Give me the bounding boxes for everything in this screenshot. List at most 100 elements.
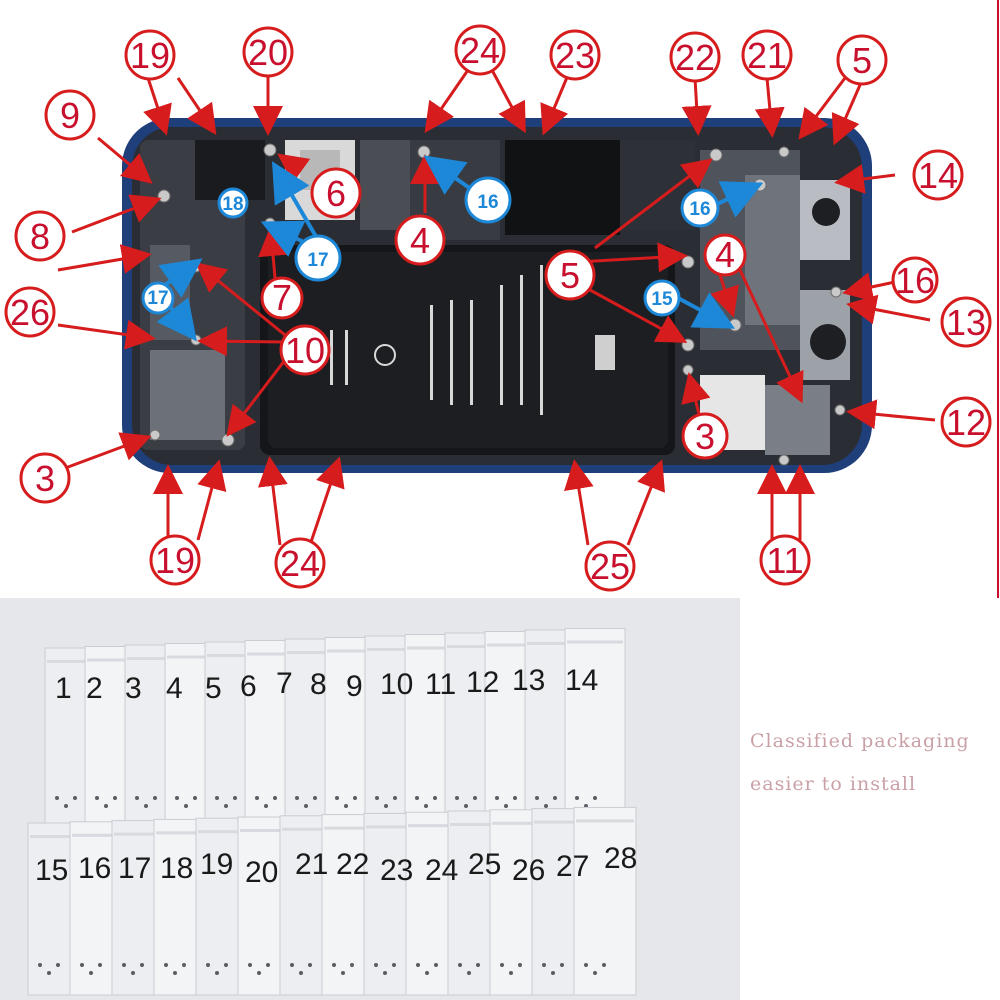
bag-zip-seal	[534, 820, 592, 824]
svg-text:11: 11	[425, 668, 456, 701]
svg-text:5: 5	[205, 672, 222, 705]
screw	[350, 963, 354, 967]
screw	[64, 804, 68, 808]
svg-text:21: 21	[747, 35, 787, 76]
screw	[95, 796, 99, 800]
svg-text:28: 28	[604, 842, 637, 875]
blue-circle-labels: 18 17 16 16 17 15	[141, 176, 720, 317]
svg-text:2: 2	[86, 672, 103, 705]
screw	[513, 796, 517, 800]
svg-text:8: 8	[30, 216, 50, 257]
screw	[224, 963, 228, 967]
screw	[295, 796, 299, 800]
row2-bag-numbers: 15 16 17 18 19 20 21 22 23 24 25 26 27 2…	[35, 842, 637, 889]
screw	[424, 804, 428, 808]
bag-zip-seal	[127, 657, 183, 660]
svg-text:19: 19	[130, 35, 170, 76]
label-circle: 9	[44, 89, 96, 141]
screw	[504, 804, 508, 808]
label-circle: 5	[836, 34, 888, 86]
svg-text:4: 4	[715, 234, 735, 275]
svg-text:4: 4	[410, 220, 430, 261]
blue-label-circle: 18	[217, 187, 249, 219]
label-circle: 5	[544, 249, 596, 301]
screw	[433, 796, 437, 800]
label-circle: 24	[454, 24, 506, 76]
svg-text:23: 23	[380, 854, 413, 887]
svg-text:21: 21	[295, 848, 328, 881]
label-circle: 3	[681, 412, 729, 460]
svg-text:19: 19	[155, 540, 195, 581]
label-circle: 26	[4, 286, 56, 338]
svg-text:17: 17	[118, 852, 151, 885]
screw	[313, 796, 317, 800]
screw	[38, 963, 42, 967]
screw	[173, 971, 177, 975]
bag-zip-seal	[447, 645, 503, 648]
screw	[384, 804, 388, 808]
screw	[122, 963, 126, 967]
label-circle: 19	[124, 29, 176, 81]
svg-text:3: 3	[35, 458, 55, 499]
bag-zip-seal	[198, 830, 256, 834]
svg-text:20: 20	[248, 32, 288, 73]
screw	[434, 963, 438, 967]
svg-text:22: 22	[675, 37, 715, 78]
bag-zip-seal	[492, 821, 550, 825]
caption-line-2: easier to install	[750, 773, 917, 795]
screw	[542, 963, 546, 967]
label-circle: 23	[549, 29, 601, 81]
svg-text:13: 13	[946, 302, 986, 343]
label-circle: 22	[669, 31, 721, 83]
svg-text:11: 11	[766, 540, 803, 581]
screw	[73, 796, 77, 800]
bag-zip-seal	[87, 658, 143, 662]
screw	[290, 963, 294, 967]
screw	[464, 804, 468, 808]
screw	[233, 796, 237, 800]
svg-text:16: 16	[689, 199, 710, 220]
screw	[467, 971, 471, 975]
svg-text:9: 9	[60, 95, 80, 136]
bag-zip-seal	[576, 819, 634, 823]
label-circle: 13	[940, 296, 992, 348]
phone-teardown-diagram: 19 20 24 23 22 21 5 9 6 14 8 4 5 26 7 10…	[4, 0, 999, 600]
svg-text:25: 25	[590, 546, 630, 587]
svg-text:10: 10	[380, 668, 413, 701]
label-circle: 11	[759, 534, 811, 586]
bag-zip-seal	[247, 652, 303, 656]
screw	[593, 971, 597, 975]
svg-text:19: 19	[200, 848, 233, 881]
bag-zip-seal	[240, 829, 298, 832]
bag-zip-seal	[407, 646, 463, 650]
screw	[308, 963, 312, 967]
svg-text:18: 18	[160, 852, 193, 885]
battery-print	[330, 265, 543, 415]
svg-text:20: 20	[245, 856, 278, 889]
screw	[131, 971, 135, 975]
svg-text:6: 6	[326, 173, 346, 214]
svg-text:16: 16	[78, 852, 111, 885]
svg-text:16: 16	[477, 192, 498, 213]
bag-zip-seal	[282, 827, 340, 831]
label-circle: 19	[149, 534, 201, 586]
blue-label-circle: 17	[294, 234, 342, 282]
svg-text:4: 4	[166, 672, 183, 705]
blue-label-circle: 15	[643, 279, 681, 317]
svg-text:12: 12	[466, 666, 499, 699]
svg-text:24: 24	[280, 543, 320, 584]
bag-zip-seal	[287, 651, 343, 654]
svg-text:7: 7	[276, 667, 293, 700]
bag-zip-seal	[324, 826, 382, 830]
bag-zip-seal	[408, 824, 466, 828]
screw	[224, 804, 228, 808]
bag-zip-seal	[207, 654, 263, 657]
screw	[206, 963, 210, 967]
screw	[500, 963, 504, 967]
screw	[153, 796, 157, 800]
svg-text:5: 5	[852, 40, 872, 81]
screw-bag	[564, 628, 626, 829]
screw	[255, 796, 259, 800]
screw	[425, 971, 429, 975]
svg-text:5: 5	[560, 255, 580, 296]
